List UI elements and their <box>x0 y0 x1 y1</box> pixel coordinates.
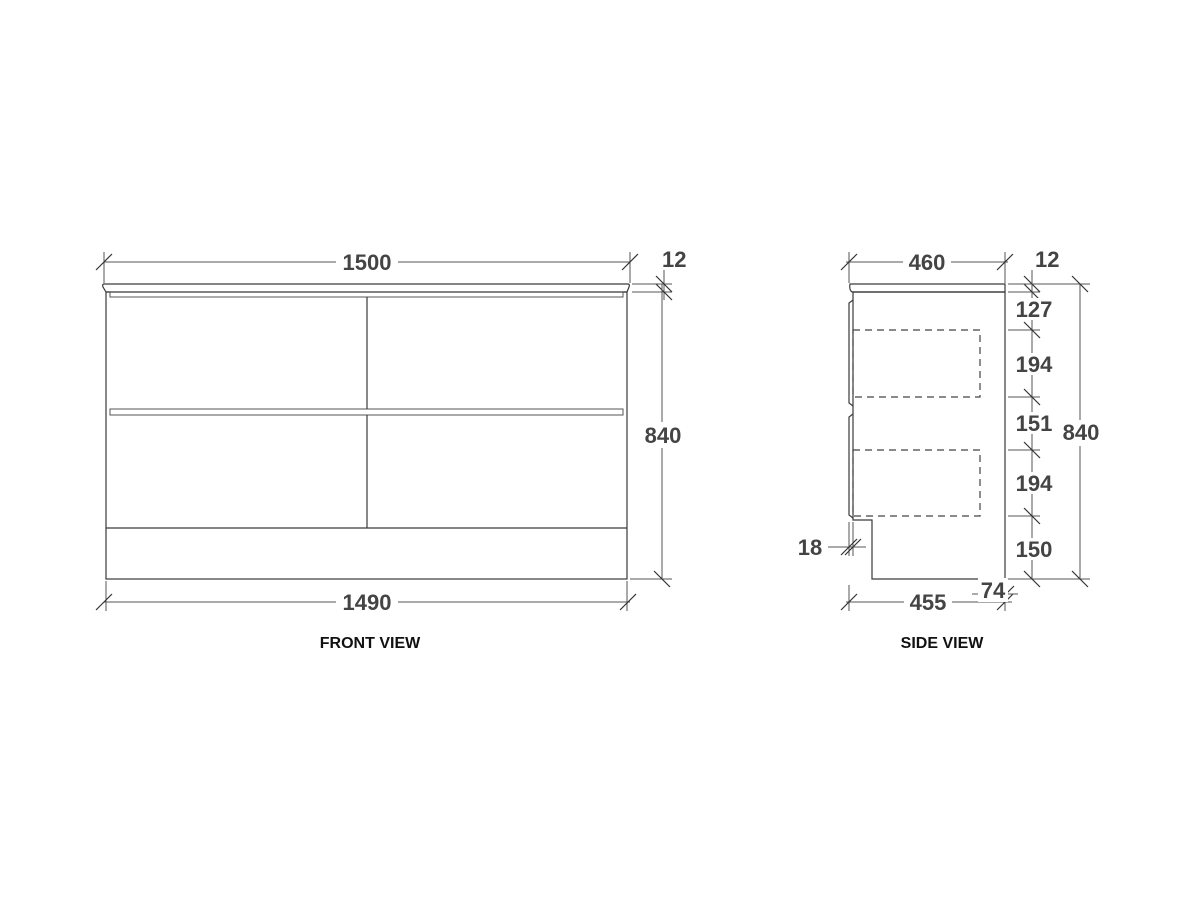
front-view-caption: FRONT VIEW <box>320 635 421 652</box>
side-benchtop <box>849 283 1006 293</box>
side-dim-chain: 127 194 151 194 150 <box>1008 292 1056 588</box>
side-dim-front-thickness-label: 18 <box>798 535 822 560</box>
side-dim-kick-height-label: 150 <box>1016 537 1053 562</box>
front-dim-bottom-width: 1490 <box>95 581 637 615</box>
front-dim-bottom-width-label: 1490 <box>343 590 392 615</box>
side-dim-height-label: 840 <box>1063 420 1100 445</box>
side-dim-top-depth: 460 <box>840 250 1014 283</box>
side-dim-drawer-2-label: 194 <box>1016 471 1053 496</box>
side-drawer-front-upper <box>848 299 854 407</box>
front-dim-top-thickness: 12 <box>632 247 686 301</box>
side-dim-kick-recess: 74 <box>972 578 1018 603</box>
side-cabinet-body <box>852 291 1006 580</box>
side-dim-drawer-1-label: 194 <box>1016 352 1053 377</box>
side-dim-body-depth: 455 <box>840 585 1014 615</box>
front-dim-top-width: 1500 <box>95 250 639 283</box>
front-dim-top-thickness-label: 12 <box>662 247 686 272</box>
side-dim-kick-recess-label: 74 <box>981 578 1006 603</box>
side-dim-upper-gap-label: 127 <box>1016 297 1053 322</box>
front-dim-top-width-label: 1500 <box>343 250 392 275</box>
front-dim-height-label: 840 <box>645 423 682 448</box>
side-dim-top-thickness-label: 12 <box>1035 247 1059 272</box>
side-dim-body-depth-label: 455 <box>910 590 947 615</box>
front-dim-height: 840 <box>630 284 686 588</box>
front-middle-rail <box>109 408 624 416</box>
side-dim-height: 840 <box>1008 275 1104 588</box>
side-dim-front-thickness: 18 <box>794 522 866 560</box>
side-drawer-front-lower <box>848 413 854 519</box>
front-upper-rail <box>109 291 624 298</box>
side-drawer-box-upper <box>852 329 981 398</box>
side-view: 460 12 127 <box>794 247 1104 652</box>
front-view: 1500 12 840 1490 FR <box>95 247 686 652</box>
side-dim-top-depth-label: 460 <box>909 250 946 275</box>
side-dim-middle-gap-label: 151 <box>1016 411 1053 436</box>
side-view-caption: SIDE VIEW <box>901 635 985 652</box>
front-benchtop <box>102 283 630 293</box>
side-dim-top-thickness: 12 <box>1008 247 1059 301</box>
side-drawer-box-lower <box>852 449 981 517</box>
